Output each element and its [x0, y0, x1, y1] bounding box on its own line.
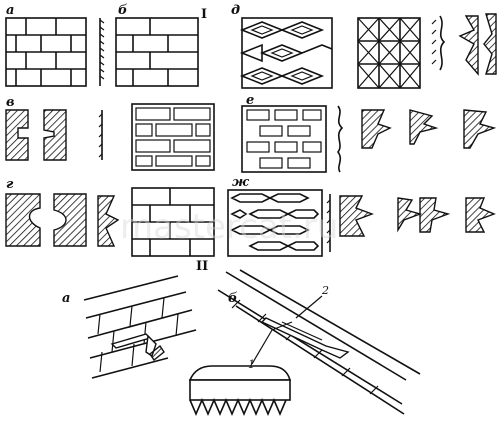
- callout-2: 2: [295, 284, 329, 319]
- callout-1-number: 1: [248, 358, 255, 371]
- panel-zh-label: ж: [232, 175, 250, 190]
- section-2-label: II: [196, 259, 208, 274]
- panel-g-label: г: [6, 177, 14, 192]
- jointing-tool: [188, 365, 292, 417]
- section-2-panel-a-label: а: [62, 291, 70, 306]
- watermark: mastercat.ru: [120, 207, 338, 247]
- panel-v-brick-wall: [131, 103, 215, 171]
- section-2-panel-b-wall-jointing: [217, 269, 421, 415]
- panel-d-label: д: [231, 3, 240, 18]
- panel-v-label: в: [6, 95, 15, 110]
- panel-e-label: е: [246, 93, 254, 108]
- panel-a-brick-wall: [5, 17, 87, 87]
- panel-d-diagonal-pattern: [239, 17, 333, 89]
- panel-g-profiles: [5, 193, 120, 247]
- panel-zh-brick-wall: [227, 189, 323, 257]
- panel-e-brick-wall: [241, 105, 327, 173]
- panel-d-cross-grid: [357, 17, 421, 89]
- section-2-panel-a-wall-jointing: [83, 275, 197, 379]
- panel-zh-profiles: [326, 194, 496, 252]
- panel-e-profiles: [337, 105, 497, 173]
- panel-d-profiles: [431, 13, 497, 76]
- section-1-label: I: [201, 7, 207, 22]
- panel-g-brick-wall: [131, 187, 215, 257]
- panel-v-profiles: [5, 109, 103, 161]
- panel-a-label: а: [6, 3, 14, 18]
- panel-b-label: б: [118, 3, 128, 18]
- callout-2-number: 2: [321, 284, 329, 297]
- panel-b-brick-wall: [115, 17, 199, 87]
- panel-a-joint-profile: [99, 18, 105, 86]
- callout-1: 1: [248, 321, 293, 371]
